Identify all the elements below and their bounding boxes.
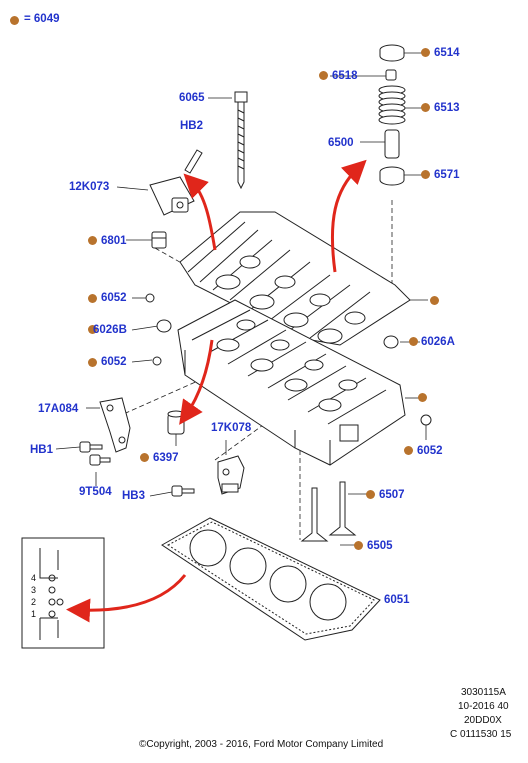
head-gasket	[161, 517, 381, 641]
small-plugs	[145, 293, 432, 426]
sensor-12k073	[149, 149, 203, 216]
red-arrows	[66, 159, 367, 623]
callout-dot	[404, 446, 413, 455]
part-label-6514[interactable]: 6514	[434, 47, 460, 59]
part-label-6051[interactable]: 6051	[384, 594, 410, 606]
bolt-6065	[234, 91, 248, 190]
part-label-6801[interactable]: 6801	[101, 235, 127, 247]
part-label-9t504[interactable]: 9T504	[79, 486, 112, 498]
part-label-6500[interactable]: 6500	[328, 137, 354, 149]
part-label-6026b[interactable]: 6026B	[93, 324, 127, 336]
callout-dot	[140, 453, 149, 462]
part-label-12k073[interactable]: 12K073	[69, 181, 110, 193]
part-label-6065[interactable]: 6065	[179, 92, 205, 104]
inset-pin-label: 4	[31, 573, 37, 583]
gasket-inset	[21, 537, 105, 649]
part-label-17k078[interactable]: 17K078	[211, 422, 252, 434]
callout-dot	[421, 170, 430, 179]
bracket-17a084	[99, 397, 131, 453]
callout-dot	[319, 71, 328, 80]
legend-text: = 6049	[24, 13, 60, 25]
part-label-6052[interactable]: 6052	[101, 292, 127, 304]
footer-ref-2: 10-2016 40	[458, 701, 509, 712]
callout-dot	[418, 393, 427, 402]
valves	[300, 481, 357, 542]
cylinder-head	[177, 299, 406, 466]
part-label-6571[interactable]: 6571	[434, 169, 460, 181]
part-label-hb1[interactable]: HB1	[30, 444, 54, 456]
part-label-6518[interactable]: 6518	[332, 70, 358, 82]
valve-train-parts	[378, 44, 406, 186]
part-label-6397[interactable]: 6397	[153, 452, 179, 464]
part-label-6052[interactable]: 6052	[417, 445, 443, 457]
legend-dot	[10, 16, 19, 25]
inset-pin-label: 1	[31, 609, 37, 619]
part-label-17a084[interactable]: 17A084	[38, 403, 79, 415]
callout-dot	[88, 358, 97, 367]
callout-dot	[88, 294, 97, 303]
part-6397	[167, 410, 185, 435]
callout-dot	[88, 325, 97, 334]
small-bolts	[79, 441, 195, 497]
part-label-6513[interactable]: 6513	[434, 102, 460, 114]
callout-dot	[366, 490, 375, 499]
footer-ref-1: 3030115A	[461, 687, 506, 698]
inset-pin-label: 3	[31, 585, 37, 595]
footer-ref-3: 20DD0X	[464, 715, 502, 726]
callout-dot	[430, 296, 439, 305]
callout-dot	[409, 337, 418, 346]
footer-ref-4: C 0111530 15	[450, 729, 512, 740]
part-label-6505[interactable]: 6505	[367, 540, 393, 552]
part-label-6052[interactable]: 6052	[101, 356, 127, 368]
part-label-hb2[interactable]: HB2	[180, 120, 204, 132]
part-label-6026a[interactable]: 6026A	[421, 336, 455, 348]
plug-6801	[151, 231, 167, 249]
part-label-hb3[interactable]: HB3	[122, 490, 146, 502]
part-label-6507[interactable]: 6507	[379, 489, 405, 501]
copyright-text: ©Copyright, 2003 - 2016, Ford Motor Comp…	[139, 739, 384, 750]
inset-pin-label: 2	[31, 597, 37, 607]
callout-dot	[354, 541, 363, 550]
sensor-17k078	[217, 455, 245, 495]
callout-dot	[88, 236, 97, 245]
callout-dot	[421, 103, 430, 112]
camshaft-carrier	[179, 211, 411, 346]
callout-dot	[421, 48, 430, 57]
